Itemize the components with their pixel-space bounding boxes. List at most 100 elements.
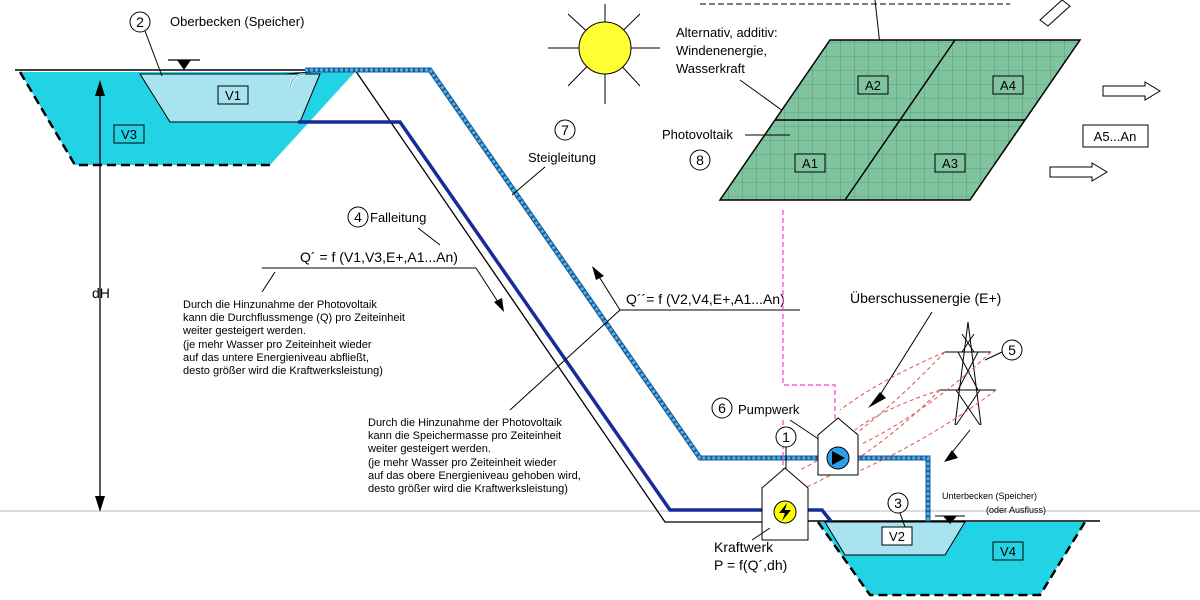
text2-line-3: weiter gesteigert werden. [367,443,491,455]
sun-icon [548,4,660,104]
falleitung-pipe [298,120,840,532]
pumpwerk-leader [789,419,821,441]
q2-formula: Q´´= f (V2,V4,E+,A1...An) [626,291,785,307]
arrow-right-lower-icon [1049,162,1108,182]
text2-line-5: auf das obere Energieniveau gehoben wird… [368,470,581,482]
marker-3-leader [899,512,906,528]
a3-label: A3 [942,156,958,171]
a1-label: A1 [802,156,818,171]
oberbecken-label: Oberbecken (Speicher) [170,14,304,29]
marker-3-circle [887,492,909,514]
a5an-label: A5...An [1094,129,1137,144]
text1-line-3: weiter gesteigert werden. [182,325,306,337]
falleitung-leader [417,227,441,246]
alternativ-line-3: Wasserkraft [676,61,745,76]
marker-7: 7 [561,122,569,138]
marker-2-leader [144,30,163,77]
marker-7-circle [554,119,576,141]
unterbecken-label: Unterbecken (Speicher) [942,491,1037,501]
marker-4: 4 [354,209,362,225]
grid-arrow-icon [944,450,958,462]
pumpwerk-label: Pumpwerk [738,402,800,417]
v3-box [113,124,145,144]
text1-line-2: kann die Durchflussmenge (Q) pro Zeitein… [183,312,405,324]
marker-1: 1 [782,429,790,445]
a4-box [992,75,1024,95]
ueberschuss-label: Überschussenergie (E+) [850,289,1001,306]
ausfluss-label: (oder Ausfluss) [986,505,1046,515]
v2-box [881,526,913,546]
pv-divider-v [844,39,956,201]
water-level-icon [177,60,191,70]
upper-basin-outline [18,71,270,167]
q2-arrow-icon [592,266,604,280]
power-tower-icon [940,321,996,426]
alternativ-line-2: Windenenergie, [676,43,767,58]
a5an-box [1082,124,1149,148]
a4-label: A4 [1000,78,1016,93]
marker-5: 5 [1008,342,1016,358]
steigleitung-label: Steigleitung [528,150,596,165]
ueberschuss-arrow-icon [868,392,886,408]
a2-label: A2 [865,78,881,93]
marker-2-circle [129,11,151,33]
kraftwerk-leader [751,527,771,541]
v1-box [217,85,249,105]
q2-arrow-shaft [597,274,621,311]
arrow-right-upper-icon [1102,81,1161,101]
a3-box [934,153,966,173]
pumpwerk-building [817,417,859,476]
steigleitung-leader [511,166,546,196]
kraftwerk-building [761,467,809,541]
text2-line-4: (je mehr Wasser pro Zeiteinheit wieder [368,457,557,469]
kraftwerk-formula: P = f(Q´,dh) [714,557,787,573]
dh-label: dH [92,285,110,301]
v4-box [992,541,1024,561]
slope-outline [354,69,795,523]
marker-3: 3 [894,495,902,511]
dh-arrow-up-icon [95,80,105,96]
outlet-curve-line [289,73,306,89]
marker-5-leader [984,351,1003,361]
alternativ-line-1: Alternativ, additiv: [676,25,778,40]
marker-5-circle [1001,339,1023,361]
text2-line-2: kann die Speichermasse pro Zeiteinheit [368,430,561,442]
top-right-arrow-icon [1039,0,1071,27]
text1-line-1: Durch die Hinzunahme der Photovoltaik [183,299,377,311]
top-leader [874,0,881,46]
falleitung-label: Falleitung [370,210,426,225]
text1-line-5: auf das untere Energieniveau abfließt, [183,352,369,364]
lower-basin-outline [816,521,1087,597]
v1-label: V1 [225,88,241,103]
q1-arrow-shaft [475,267,501,306]
marker-8-circle [689,149,711,171]
grid-power-lines [799,351,997,491]
marker-2: 2 [136,14,144,30]
text1-line-6: desto größer wird die Kraftwerksleistung… [183,365,383,377]
steigleitung-pipe [305,68,930,532]
lower-water-level-icon [943,516,957,524]
q1-arrow-icon [494,298,504,312]
v4-label: V4 [1000,544,1016,559]
q1-leader [261,271,276,293]
q1-formula: Q´ = f (V1,V3,E+,A1...An) [300,249,458,265]
text1-line-4: (je mehr Wasser pro Zeiteinheit wieder [183,339,372,351]
text2-line-6: desto größer wird die Kraftwerksleistung… [368,483,568,495]
marker-4-circle [347,206,369,228]
ueberschuss-leader [879,311,933,396]
marker-8: 8 [696,152,704,168]
kraftwerk-label: Kraftwerk [714,539,774,555]
grid-arrow-shaft [949,429,971,456]
a2-box [857,75,889,95]
dh-arrow-down-icon [95,496,105,512]
text2-line-1: Durch die Hinzunahme der Photovoltaik [368,417,562,429]
marker-6-circle [711,397,733,419]
v2-label: V2 [889,529,905,544]
photovoltaik-label: Photovoltaik [662,127,733,142]
v3-label: V3 [121,127,137,142]
q2-leader [509,309,621,411]
marker-6: 6 [718,400,726,416]
pv-power-line [782,210,836,422]
a1-box [794,153,826,173]
